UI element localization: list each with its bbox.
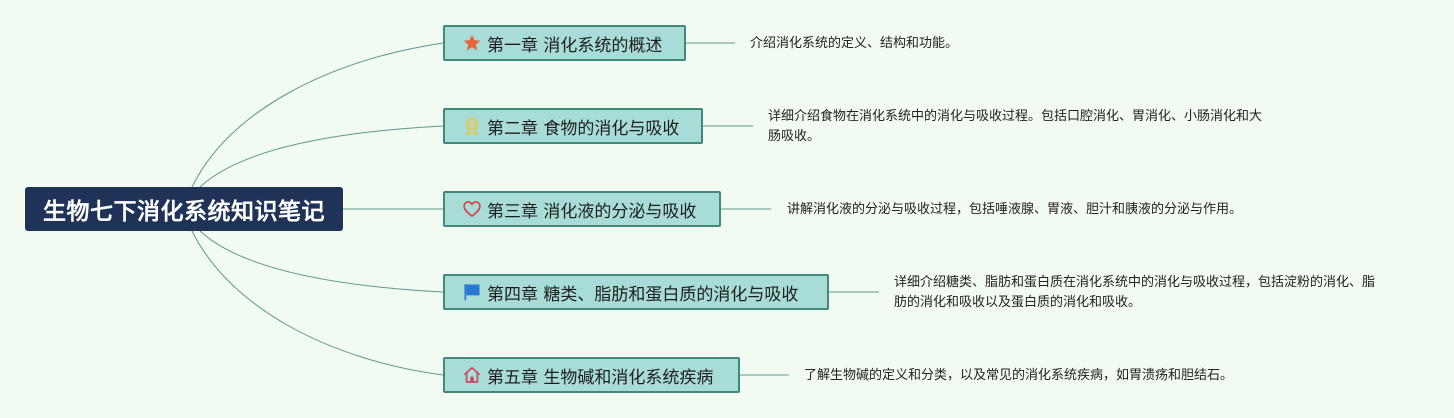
chapter-5-summary: 了解生物碱的定义和分类，以及常见的消化系统疾病，如胃溃疡和胆结石。 — [804, 368, 1234, 383]
chapter-3-node[interactable]: 第三章 消化液的分泌与吸收 — [443, 191, 721, 227]
branch-connector-1 — [191, 42, 444, 188]
chapter-3-label: 第三章 消化液的分泌与吸收 — [487, 201, 697, 222]
chapter-2-label: 第二章 食物的消化与吸收 — [487, 118, 680, 139]
chapter-5-label: 第五章 生物碱和消化系统疾病 — [487, 367, 714, 388]
branch-connector-2 — [199, 125, 444, 188]
chapter-1-summary: 介绍消化系统的定义、结构和功能。 — [750, 36, 959, 51]
branch-connector-5 — [191, 230, 444, 376]
root-topic[interactable]: 生物七下消化系统知识笔记 — [25, 187, 343, 231]
chapter-1-node[interactable]: 第一章 消化系统的概述 — [443, 25, 686, 61]
award-ribbon-icon — [461, 115, 483, 137]
chapter-4-label: 第四章 糖类、脂肪和蛋白质的消化与吸收 — [487, 284, 799, 305]
chapter-5-node[interactable]: 第五章 生物碱和消化系统疾病 — [443, 357, 740, 393]
root-topic-title: 生物七下消化系统知识笔记 — [43, 199, 325, 225]
chapter-2-node[interactable]: 第二章 食物的消化与吸收 — [443, 108, 703, 144]
chapter-4-node[interactable]: 第四章 糖类、脂肪和蛋白质的消化与吸收 — [443, 274, 829, 310]
star-icon — [461, 32, 483, 54]
chapter-1-label: 第一章 消化系统的概述 — [487, 35, 663, 56]
heart-outline-icon — [461, 198, 483, 220]
chapter-3-summary: 讲解消化液的分泌与吸收过程，包括唾液腺、胃液、胆汁和胰液的分泌与作用。 — [787, 202, 1243, 217]
branch-connector-4 — [199, 230, 444, 293]
home-icon — [461, 364, 483, 386]
flag-icon — [461, 281, 483, 303]
chapter-4-summary: 详细介绍糖类、脂肪和蛋白质在消化系统中的消化与吸收过程，包括淀粉的消化、脂肪的消… — [894, 275, 1376, 310]
chapter-2-summary: 详细介绍食物在消化系统中的消化与吸收过程。包括口腔消化、胃消化、小肠消化和大肠吸… — [768, 109, 1263, 144]
